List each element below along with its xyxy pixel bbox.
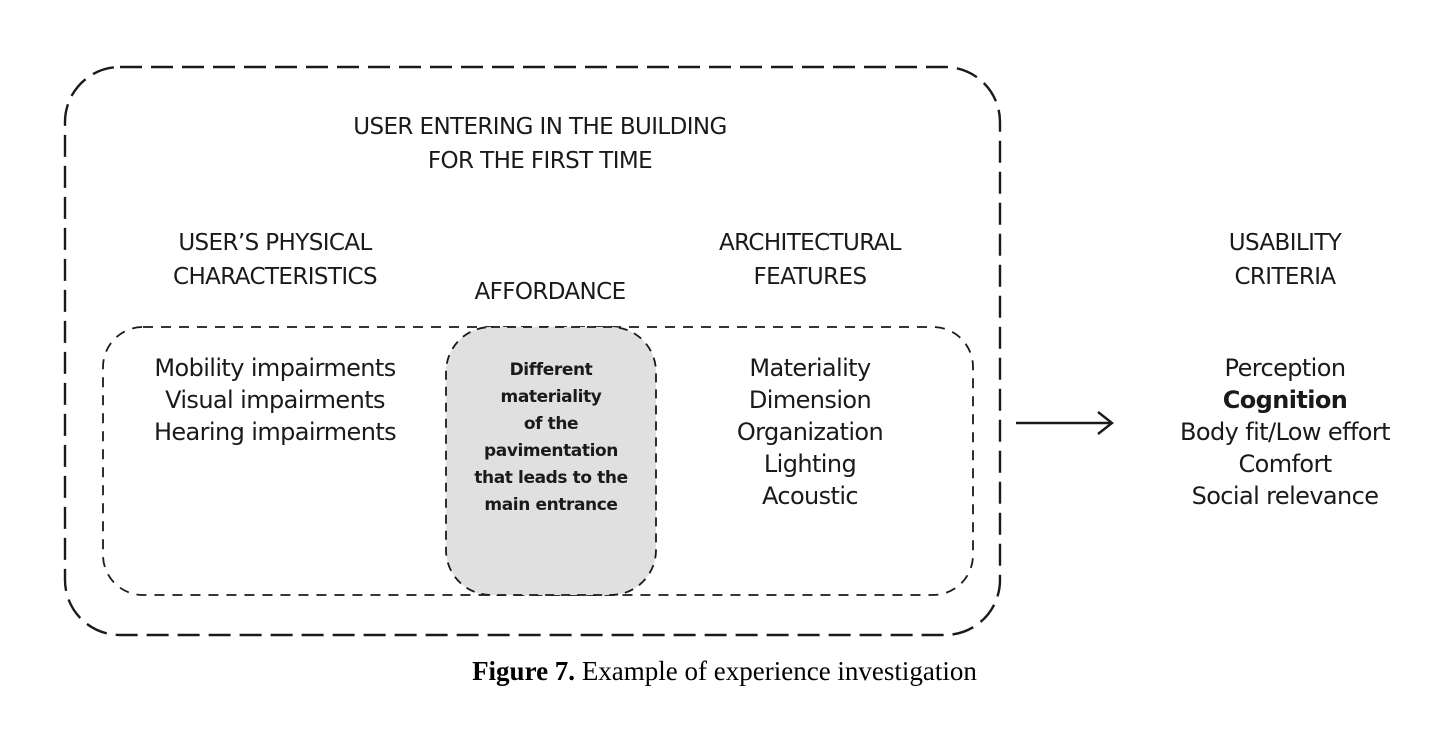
header-line: FEATURES	[753, 264, 868, 290]
affordance-box	[445, 326, 657, 596]
usability-criteria-header: USABILITY CRITERIA	[1140, 226, 1430, 294]
list-item: Visual impairments	[165, 386, 385, 414]
outer-title-line: FOR THE FIRST TIME	[427, 148, 653, 174]
header-line: USABILITY	[1228, 230, 1342, 256]
outer-title: USER ENTERING IN THE BUILDING FOR THE FI…	[260, 110, 820, 178]
architectural-features-header: ARCHITECTURAL FEATURES	[660, 226, 960, 294]
usability-criteria-list: Perception Cognition Body fit/Low effort…	[1135, 352, 1435, 512]
caption-label: Figure 7.	[472, 656, 576, 686]
header-line: CRITERIA	[1234, 264, 1336, 290]
arrow-right-icon	[1016, 411, 1114, 435]
affordance-box-text: Different materiality of the pavimentati…	[446, 357, 656, 519]
affordance-line: Different	[509, 360, 593, 380]
affordance-line: pavimentation	[483, 441, 619, 461]
list-item: Mobility impairments	[154, 354, 396, 382]
affordance-line: that leads to the	[474, 468, 628, 488]
affordance-line: materiality	[500, 387, 602, 407]
list-item: Materiality	[749, 354, 871, 382]
list-item: Lighting	[763, 450, 857, 478]
list-item: Hearing impairments	[153, 418, 397, 446]
affordance-line: of the	[523, 414, 579, 434]
figure-caption: Figure 7. Example of experience investig…	[0, 656, 1449, 687]
physical-characteristics-list: Mobility impairments Visual impairments …	[105, 352, 445, 448]
caption-text: Example of experience investigation	[575, 656, 977, 686]
outer-context-box	[63, 65, 1002, 637]
header-line: USER’S PHYSICAL	[178, 230, 372, 256]
criteria-social-relevance: Social relevance	[1191, 482, 1379, 510]
criteria-cognition: Cognition	[1222, 386, 1348, 414]
criteria-comfort: Comfort	[1238, 450, 1332, 478]
list-item: Organization	[736, 418, 884, 446]
header-line: AFFORDANCE	[474, 279, 626, 305]
affordance-header: AFFORDANCE	[440, 275, 660, 309]
outer-title-line: USER ENTERING IN THE BUILDING	[353, 114, 727, 140]
header-line: ARCHITECTURAL	[718, 230, 902, 256]
affordance-line: main entrance	[484, 495, 618, 515]
criteria-perception: Perception	[1224, 354, 1347, 382]
physical-characteristics-header: USER’S PHYSICAL CHARACTERISTICS	[110, 226, 440, 294]
criteria-body-fit: Body fit/Low effort	[1180, 418, 1391, 446]
architectural-features-list: Materiality Dimension Organization Light…	[680, 352, 940, 512]
header-line: CHARACTERISTICS	[173, 264, 378, 290]
list-item: Acoustic	[761, 482, 859, 510]
list-item: Dimension	[748, 386, 872, 414]
